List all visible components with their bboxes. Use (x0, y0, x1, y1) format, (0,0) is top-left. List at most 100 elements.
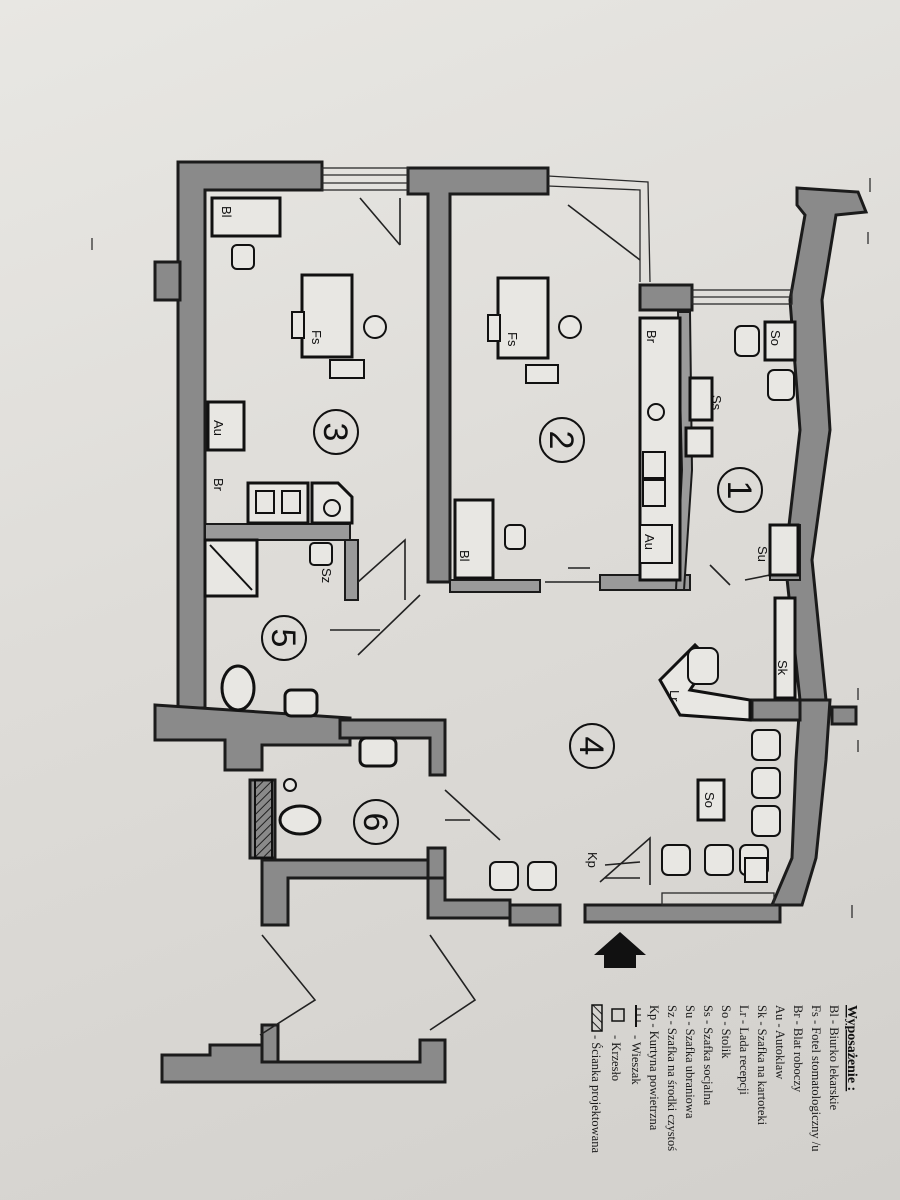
wall-corridor-room6 (426, 846, 447, 880)
wall-entrance (508, 903, 562, 927)
autoclave-room2 (639, 524, 673, 564)
room-number-4: 4 (572, 737, 610, 756)
dimension-ticks (91, 178, 871, 918)
legend-item-sk: Sk - Szafka na kartoteki (755, 1005, 769, 1126)
door-room3 (357, 538, 406, 600)
wall-top-left (176, 160, 324, 710)
round-stool-room3 (363, 315, 387, 339)
window-room2 (547, 175, 651, 283)
door-room1 (709, 564, 771, 586)
stool-room3 (329, 359, 365, 379)
toilet-room6 (278, 804, 322, 836)
file-cabinet-sk (773, 596, 797, 700)
legend-item-au: Au - Autoklaw (773, 1005, 787, 1079)
chair-room1-a (734, 325, 760, 357)
wall-corridor-left (260, 858, 512, 927)
label-so-room1: So (768, 330, 783, 346)
label-ss: Ss (709, 395, 724, 411)
window-room3 (321, 167, 409, 191)
door-vestibule-right (429, 934, 477, 1031)
wall-vestibule-stub (260, 1023, 280, 1064)
legend-item-su: Su - Szafka ubraniowa (683, 1005, 697, 1119)
label-kp: Kp (585, 852, 600, 868)
dental-chair-room2 (496, 276, 550, 360)
label-lr: Lr (667, 690, 682, 702)
cabinet-sz (309, 542, 333, 566)
wall-bathroom-left (153, 703, 352, 772)
label-su: Su (755, 546, 770, 562)
wall-right-stub (830, 705, 858, 726)
legend-item-wieszak: - Wieszak (629, 1035, 643, 1085)
chair-reception (687, 647, 719, 685)
room-number-6: 6 (356, 813, 394, 832)
cabinet-ss-sink (684, 426, 714, 458)
label-bl-room3: Bl (219, 206, 234, 218)
wall-room5-right (344, 539, 359, 601)
legend-item-so: So - Stolik (719, 1005, 733, 1059)
legend: Wyposażenie : Bl - Biurko lekarskie Fs -… (589, 1004, 859, 1153)
window-bottom-right (661, 892, 775, 906)
door-room5 (330, 594, 421, 656)
door-swing-room3-window (359, 197, 401, 246)
label-br-room3: Br (211, 478, 226, 492)
furniture-labels: Bl Fs Au Br Fs Bl Br Au So Ss Su Sk Lr S… (211, 206, 790, 868)
legend-item-br: Br - Blat roboczy (791, 1005, 805, 1093)
legend-symbol-krzeslo (611, 1008, 625, 1022)
door-swing-room2-window (567, 204, 641, 261)
wardrobe-su (768, 523, 800, 577)
designed-partition (254, 779, 273, 859)
legend-item-krzeslo: - Krzesło (609, 1035, 623, 1081)
legend-item-sz: Sz - Szafka na środki czystoś (665, 1005, 679, 1151)
wall-vestibule (160, 1038, 447, 1084)
air-curtain (604, 861, 641, 879)
wall-entrance-right (583, 903, 782, 924)
chair-room1-b (767, 369, 795, 401)
label-br-room2: Br (644, 330, 659, 344)
legend-item-kp: Kp - Kurtyna powietrzna (647, 1005, 661, 1131)
autoclave-room3 (206, 400, 246, 452)
dental-chair-arm-room3 (291, 311, 305, 339)
legend-title: Wyposażenie : (844, 1005, 859, 1091)
label-sz: Sz (319, 568, 334, 583)
wall-room3-bottom (204, 523, 351, 541)
stool-room2 (525, 364, 559, 384)
wall-reception (750, 698, 802, 722)
door-entrance (599, 836, 651, 885)
label-au-room2: Au (642, 534, 657, 550)
legend-symbol-wieszak (635, 1005, 641, 1027)
label-fs-room2: Fs (505, 332, 520, 347)
chair-room2-desk (504, 524, 526, 550)
legend-symbol-scianka (591, 1004, 603, 1032)
wall-right (783, 186, 869, 702)
legend-item-fs: Fs - Fotel stomatologiczny /u (809, 1005, 823, 1152)
dental-chair-room3 (300, 273, 354, 359)
wall-left-stub (153, 260, 182, 302)
table-so-room1 (763, 320, 797, 362)
doors (259, 197, 771, 1036)
label-bl-room2: Bl (457, 550, 472, 562)
door-room2 (545, 567, 600, 583)
toilet-room5 (220, 664, 256, 712)
room-number-1: 1 (720, 481, 758, 500)
room-number-3: 3 (316, 423, 354, 442)
legend-item-bl: Bl - Biurko lekarskie (827, 1005, 841, 1111)
room-number-5: 5 (264, 629, 302, 648)
legend-item-lr: Lr - Lada recepcji (737, 1005, 751, 1095)
label-fs-room3: Fs (309, 330, 324, 345)
label-sk: Sk (775, 660, 790, 676)
sink-room6 (358, 736, 398, 768)
door-vestibule-left (259, 934, 317, 1036)
desk-bl-room3 (210, 196, 282, 238)
room-numbers: 1 2 3 4 5 6 (261, 409, 763, 845)
wall-bath-divider (338, 718, 447, 777)
desk-bl-room2 (453, 498, 495, 580)
wall-pillar-room2 (638, 283, 694, 312)
table-so-room4 (696, 778, 726, 822)
sink-room5 (283, 688, 319, 718)
cabinet-ss (688, 376, 714, 422)
chair-room3-desk (231, 244, 255, 270)
room-number-2: 2 (542, 431, 580, 450)
furniture (203, 196, 800, 891)
round-stool-room2 (558, 315, 582, 339)
